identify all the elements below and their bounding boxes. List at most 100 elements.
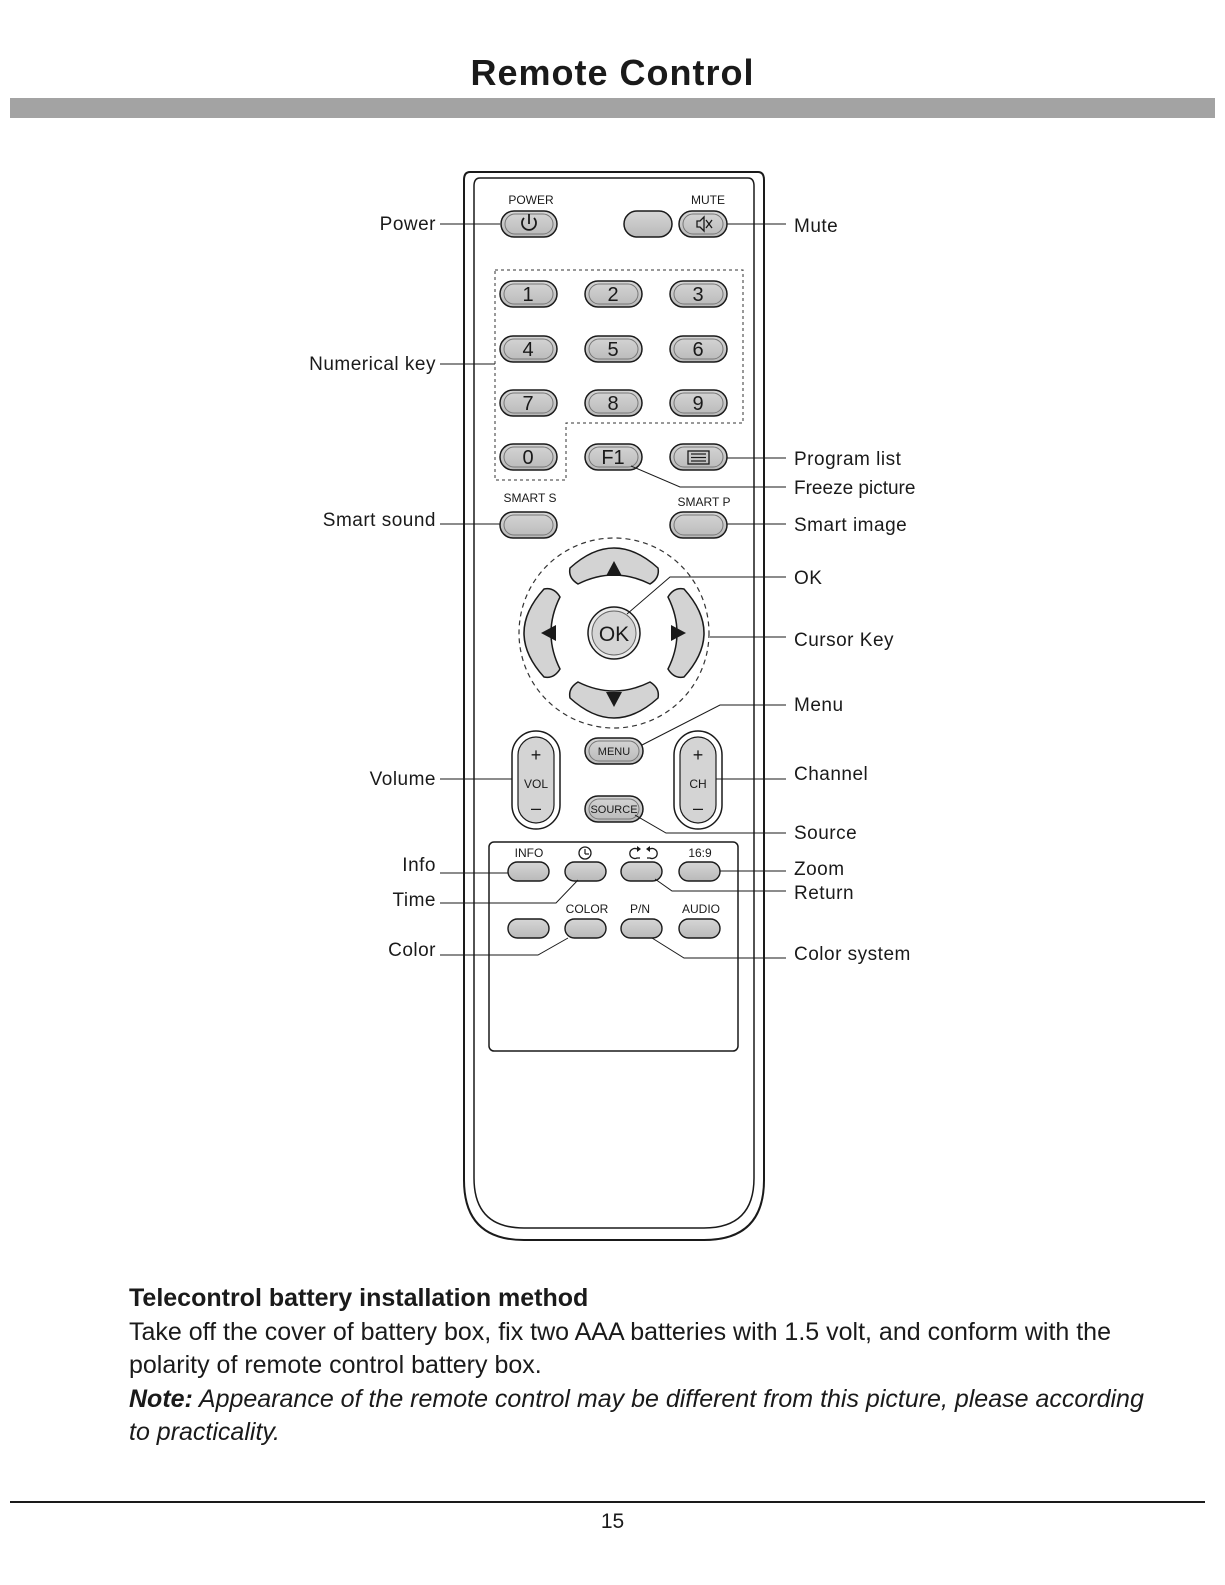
right-arrow-icon	[671, 625, 686, 641]
digit-button-4[interactable]: 4	[499, 335, 558, 363]
ok-label: OK	[599, 623, 629, 646]
digit-button-9[interactable]: 9	[669, 389, 728, 417]
digit-label: 7	[522, 393, 533, 415]
title-divider-bar	[10, 98, 1215, 118]
digit-button-8[interactable]: 8	[584, 389, 643, 417]
remote-control-diagram: POWER MUTE 1 2 3 4	[309, 171, 915, 1241]
page-title: Remote Control	[470, 52, 755, 93]
ch-label: CH	[689, 777, 706, 791]
callout-ok: OK	[794, 568, 822, 589]
digit-label: 8	[607, 393, 618, 415]
info-label: INFO	[515, 846, 544, 860]
smart-sound-button[interactable]	[499, 511, 558, 539]
callout-cursor-key: Cursor Key	[794, 630, 894, 651]
digit-button-3[interactable]: 3	[669, 280, 728, 308]
page-number: 15	[600, 1510, 625, 1533]
battery-heading: Telecontrol battery installation method	[129, 1284, 589, 1312]
digit-label: 2	[607, 284, 618, 306]
digit-label: 9	[692, 393, 703, 415]
note-text: Appearance of the remote control may be …	[129, 1384, 1144, 1447]
source-button[interactable]: SOURCE	[584, 795, 644, 823]
aspect-label: 16:9	[688, 846, 712, 860]
f1-label: F1	[601, 447, 624, 469]
blank-lower-button[interactable]	[507, 918, 550, 939]
battery-instructions: Telecontrol battery installation method …	[129, 1282, 1169, 1450]
blank-top-button[interactable]	[623, 210, 673, 238]
callout-volume: Volume	[370, 769, 436, 790]
pn-label: P/N	[630, 902, 650, 916]
down-arrow-icon	[606, 692, 622, 707]
digit-label: 3	[692, 284, 703, 306]
callout-time: Time	[392, 890, 436, 911]
mute-button[interactable]	[678, 210, 728, 238]
callout-numerical-key: Numerical key	[309, 354, 436, 375]
mute-icon	[696, 215, 713, 233]
digit-button-1[interactable]: 1	[499, 280, 558, 308]
footer-divider	[10, 1501, 1205, 1503]
vol-minus-label: –	[531, 798, 541, 818]
digit-button-7[interactable]: 7	[499, 389, 558, 417]
return-icon	[629, 846, 658, 860]
zoom-button[interactable]	[678, 861, 721, 882]
lower-button-panel	[488, 841, 739, 1052]
battery-note: Note: Appearance of the remote control m…	[129, 1383, 1169, 1450]
audio-label: AUDIO	[682, 902, 720, 916]
callout-freeze-picture: Freeze picture	[794, 478, 915, 499]
callout-return: Return	[794, 883, 854, 904]
menu-button[interactable]: MENU	[584, 737, 644, 765]
ch-minus-label: –	[693, 798, 703, 818]
left-arrow-icon	[541, 625, 556, 641]
callout-info: Info	[402, 855, 436, 876]
volume-rocker[interactable]: + VOL –	[511, 730, 561, 830]
note-label: Note:	[129, 1384, 193, 1413]
info-button[interactable]	[507, 861, 550, 882]
callout-lines	[440, 223, 786, 959]
callout-menu: Menu	[794, 695, 844, 716]
digit-button-2[interactable]: 2	[584, 280, 643, 308]
callout-program-list: Program list	[794, 449, 902, 470]
source-label: SOURCE	[590, 804, 637, 816]
callout-channel: Channel	[794, 764, 868, 785]
up-arrow-icon	[606, 561, 622, 576]
smart-image-button[interactable]	[669, 511, 728, 539]
power-label: POWER	[508, 193, 554, 207]
digit-label: 4	[522, 339, 533, 361]
callout-color: Color	[388, 940, 436, 961]
digit-button-0[interactable]: 0	[499, 443, 558, 471]
digit-label: 5	[607, 339, 618, 361]
smart-p-label: SMART P	[678, 495, 731, 509]
callout-smart-image: Smart image	[794, 515, 907, 536]
digit-label: 1	[522, 284, 533, 306]
cursor-ring	[518, 537, 710, 729]
vol-plus-label: +	[531, 745, 542, 765]
callout-smart-sound: Smart sound	[323, 510, 436, 531]
clock-icon	[578, 846, 592, 860]
callout-mute: Mute	[794, 216, 838, 237]
digit-button-5[interactable]: 5	[584, 335, 643, 363]
vol-label: VOL	[524, 777, 548, 791]
callout-source: Source	[794, 823, 857, 844]
callout-power: Power	[380, 214, 437, 235]
callout-zoom: Zoom	[794, 859, 845, 880]
color-system-button[interactable]	[620, 918, 663, 939]
color-button[interactable]	[564, 918, 607, 939]
callout-color-system: Color system	[794, 944, 911, 965]
f1-button[interactable]: F1	[584, 443, 643, 471]
menu-label: MENU	[598, 746, 630, 758]
digit-label: 0	[522, 447, 533, 469]
mute-label: MUTE	[691, 193, 725, 207]
audio-button[interactable]	[678, 918, 721, 939]
list-icon	[687, 450, 710, 465]
battery-body: Take off the cover of battery box, fix t…	[129, 1317, 1111, 1380]
time-button[interactable]	[564, 861, 607, 882]
ch-plus-label: +	[693, 745, 704, 765]
power-icon	[521, 214, 537, 231]
color-label: COLOR	[566, 902, 609, 916]
ok-button[interactable]: OK	[587, 606, 641, 660]
return-button[interactable]	[620, 861, 663, 882]
smart-s-label: SMART S	[504, 491, 557, 505]
digit-button-6[interactable]: 6	[669, 335, 728, 363]
channel-rocker[interactable]: + CH –	[673, 730, 723, 830]
digit-label: 6	[692, 339, 703, 361]
numeric-key-region	[494, 269, 744, 481]
